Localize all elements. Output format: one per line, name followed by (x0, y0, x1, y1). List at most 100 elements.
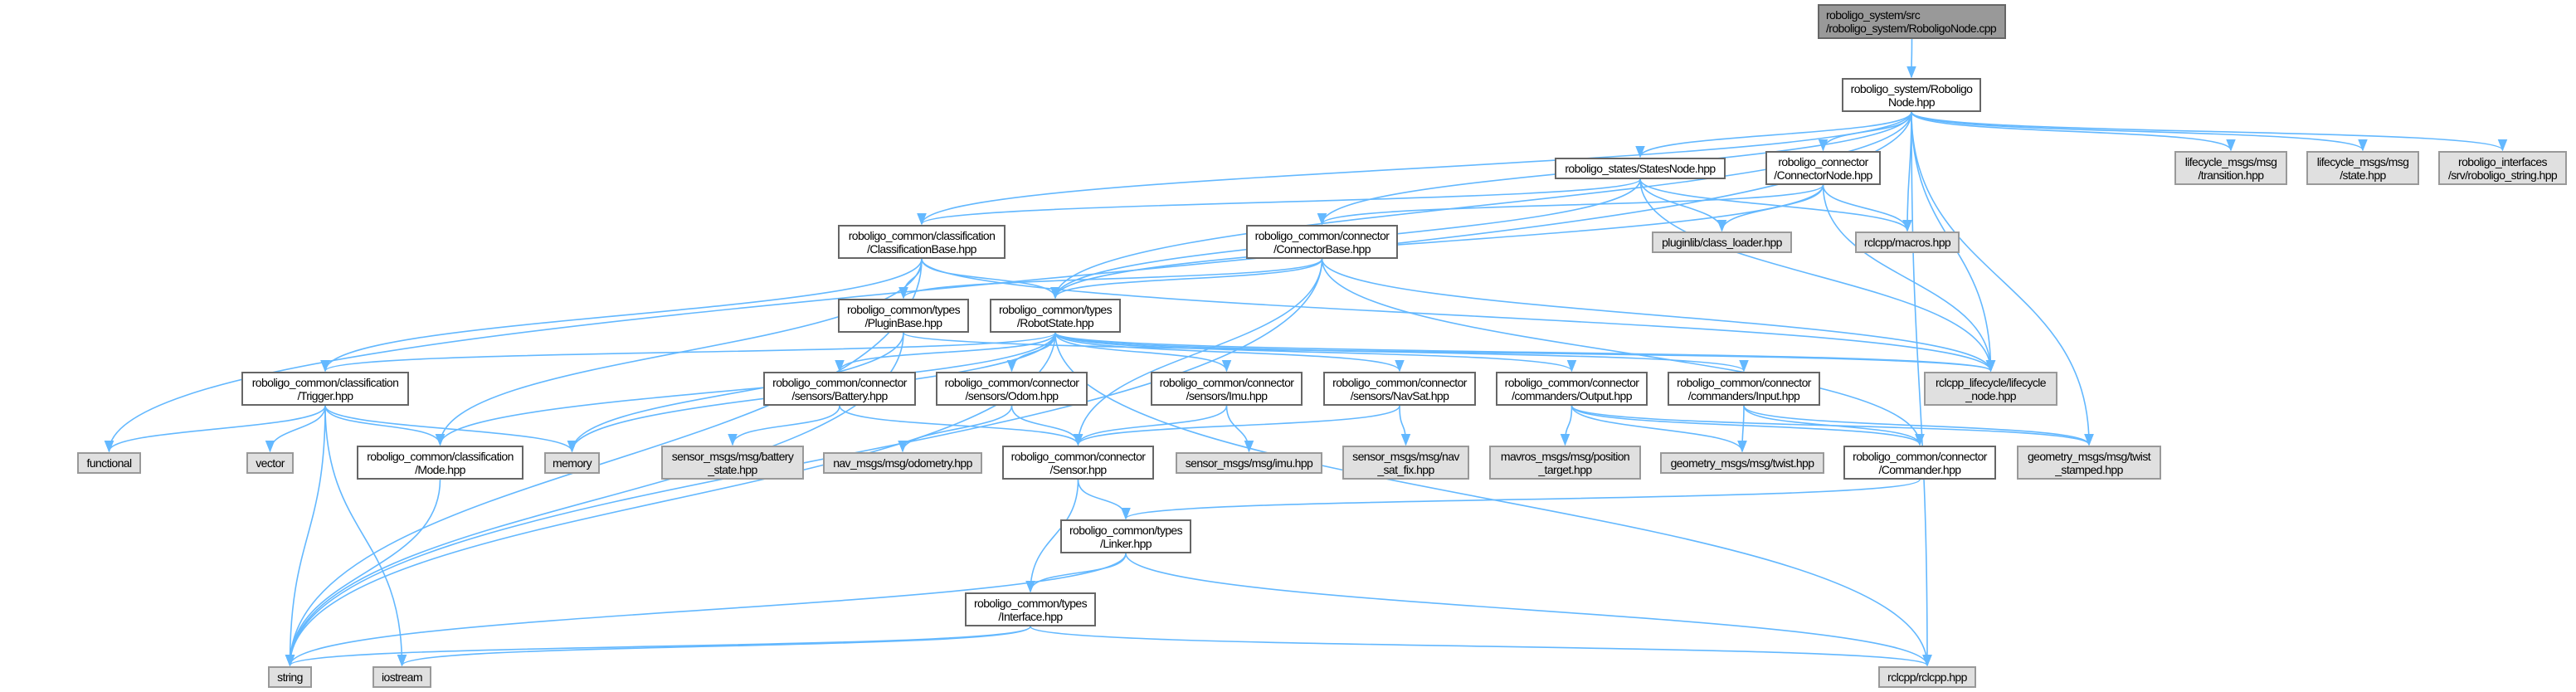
node-iostream: iostream (373, 666, 431, 688)
node-label-line: roboligo_common/connector (1504, 375, 1639, 389)
node-label-line: roboligo_common/types (846, 302, 961, 316)
node-robotstate[interactable]: roboligo_common/types/RobotState.hpp (990, 299, 1121, 333)
node-imu[interactable]: roboligo_common/connector/sensors/Imu.hp… (1151, 372, 1303, 406)
edge-classbase-to-string (285, 258, 923, 667)
node-commander[interactable]: roboligo_common/connector/Commander.hpp (1843, 446, 1996, 480)
node-string: string (268, 666, 312, 688)
edge-trigger-to-memory (324, 405, 577, 453)
edge-states-to-lcnode (1639, 178, 1996, 373)
node-output[interactable]: roboligo_common/connector/commanders/Out… (1496, 372, 1648, 406)
node-trigger[interactable]: roboligo_common/classification/Trigger.h… (241, 372, 409, 406)
node-connnode[interactable]: roboligo_connector/ConnectorNode.hpp (1765, 151, 1881, 185)
edge-linker-to-string (285, 553, 1127, 667)
node-lcnode: rclcpp_lifecycle/lifecycle_node.hpp (1924, 372, 2057, 406)
node-classbase[interactable]: roboligo_common/classification/Classific… (838, 225, 1006, 259)
node-label-line: geometry_msgs/msg/twist (2027, 449, 2151, 463)
node-sensor[interactable]: roboligo_common/connector/Sensor.hpp (1002, 446, 1154, 480)
node-navsat[interactable]: roboligo_common/connector/sensors/NavSat… (1323, 372, 1476, 406)
edge-pluginbase-to-memory (567, 332, 904, 453)
node-label-line: /ConnectorBase.hpp (1273, 241, 1371, 256)
edge-interface-to-iostream (397, 626, 1031, 667)
edge-imu-to-imumsg (1225, 405, 1254, 453)
edge-hpp-to-rclcpp (1911, 111, 1932, 667)
node-linker[interactable]: roboligo_common/types/Linker.hpp (1060, 519, 1191, 553)
edge-linker-to-rclcpp (1125, 553, 1932, 667)
edge-connbase-to-string (285, 258, 1323, 667)
node-label-line: /RobotState.hpp (1016, 315, 1094, 329)
node-label-line: /ClassificationBase.hpp (867, 241, 976, 256)
edge-robotstate-to-trigger (320, 332, 1056, 373)
node-label-line: /Interface.hpp (998, 609, 1063, 623)
node-label-line: geometry_msgs/msg/twist.hpp (1670, 456, 1814, 470)
edge-connbase-to-commander (1321, 258, 1925, 446)
edge-robotstate-to-input (1054, 332, 1749, 373)
node-label-line: rclcpp/rclcpp.hpp (1887, 670, 1967, 684)
node-odom[interactable]: roboligo_common/connector/sensors/Odom.h… (936, 372, 1088, 406)
node-label-line: _state.hpp (708, 462, 757, 476)
node-label-line: _stamped.hpp (2055, 462, 2123, 476)
edge-robotstate-to-lcnode (1054, 332, 1995, 373)
node-label-line: roboligo_common/connector (1677, 375, 1811, 389)
edge-robotstate-to-odom (1006, 332, 1056, 373)
node-label-line: /roboligo_system/RoboligoNode.cpp (1826, 22, 1997, 35)
node-interface[interactable]: roboligo_common/types/Interface.hpp (965, 592, 1096, 626)
edge-trigger-to-vector (265, 405, 326, 453)
edge-sensor-to-linker (1077, 479, 1131, 520)
node-label-line: /Linker.hpp (1100, 536, 1152, 550)
node-rclcpp: rclcpp/rclcpp.hpp (1878, 666, 1976, 688)
node-label-line: roboligo_interfaces (2458, 154, 2548, 168)
edge-navsat-to-sensor (1073, 405, 1400, 446)
edge-hpp-to-classbase (917, 111, 1912, 226)
node-label-line: roboligo_common/connector (772, 375, 907, 389)
node-twiststamped: geometry_msgs/msg/twist_stamped.hpp (2017, 446, 2161, 480)
node-label-line: Node.hpp (1888, 95, 1936, 109)
node-label-line: roboligo_common/connector (1159, 375, 1294, 389)
node-label-line: roboligo_common/types (973, 596, 1088, 610)
node-label-line: roboligo_common/connector (1332, 375, 1467, 389)
edge-classbase-to-lcnode (921, 258, 1996, 373)
edge-connbase-to-sensor (1073, 258, 1323, 446)
node-mode[interactable]: roboligo_common/classification/Mode.hpp (357, 446, 523, 480)
edge-trigger-to-string (285, 405, 326, 667)
node-label-line: roboligo_common/classification (848, 228, 996, 242)
node-battery[interactable]: roboligo_common/connector/sensors/Batter… (763, 372, 916, 406)
node-label-line: roboligo_common/classification (251, 375, 399, 389)
edge-connbase-to-robotstate (1050, 258, 1323, 300)
node-label-line: lifecycle_msgs/msg (2316, 154, 2409, 168)
node-label-line: sensor_msgs/msg/battery (671, 449, 794, 463)
node-label-line: sensor_msgs/msg/nav (1352, 449, 1459, 463)
edge-input-to-commander (1743, 405, 1925, 446)
node-label-line: /commanders/Output.hpp (1512, 388, 1632, 402)
node-transition: lifecycle_msgs/msg/transition.hpp (2174, 151, 2287, 185)
node-label-line: string (277, 670, 303, 684)
node-label-line: /sensors/Battery.hpp (791, 388, 888, 402)
node-connbase[interactable]: roboligo_common/connector/ConnectorBase.… (1246, 225, 1398, 259)
node-label-line: /commanders/Input.hpp (1687, 388, 1800, 402)
edge-trigger-to-mode (324, 405, 446, 446)
node-pluginbase[interactable]: roboligo_common/types/PluginBase.hpp (838, 299, 969, 333)
node-states[interactable]: roboligo_states/StatesNode.hpp (1555, 158, 1726, 179)
node-twist: geometry_msgs/msg/twist.hpp (1660, 452, 1824, 474)
node-input[interactable]: roboligo_common/connector/commanders/Inp… (1668, 372, 1820, 406)
node-label-line: memory (553, 456, 592, 470)
edge-connnode-to-lcnode (1822, 184, 1996, 373)
edge-sensor-to-interface (1025, 479, 1079, 593)
node-macros: rclcpp/macros.hpp (1855, 231, 1960, 253)
node-label-line: /ConnectorNode.hpp (1774, 168, 1872, 182)
edge-hpp-to-states (1635, 111, 1912, 158)
node-label-line: roboligo_common/connector (944, 375, 1079, 389)
node-memory: memory (544, 452, 600, 474)
node-label-line: _node.hpp (1965, 388, 2016, 402)
edge-hpp-to-robotstate (1050, 111, 1912, 300)
node-label-line: /Mode.hpp (415, 462, 465, 476)
node-battmsg: sensor_msgs/msg/battery_state.hpp (661, 446, 804, 480)
node-label-line: roboligo_common/classification (367, 449, 514, 463)
node-label-line: sensor_msgs/msg/imu.hpp (1185, 456, 1313, 470)
node-label-line: roboligo_common/connector (1853, 449, 1987, 463)
node-label-line: roboligo_common/types (998, 302, 1113, 316)
edge-robotstate-to-battery (835, 332, 1056, 373)
edge-imu-to-sensor (1073, 405, 1228, 446)
